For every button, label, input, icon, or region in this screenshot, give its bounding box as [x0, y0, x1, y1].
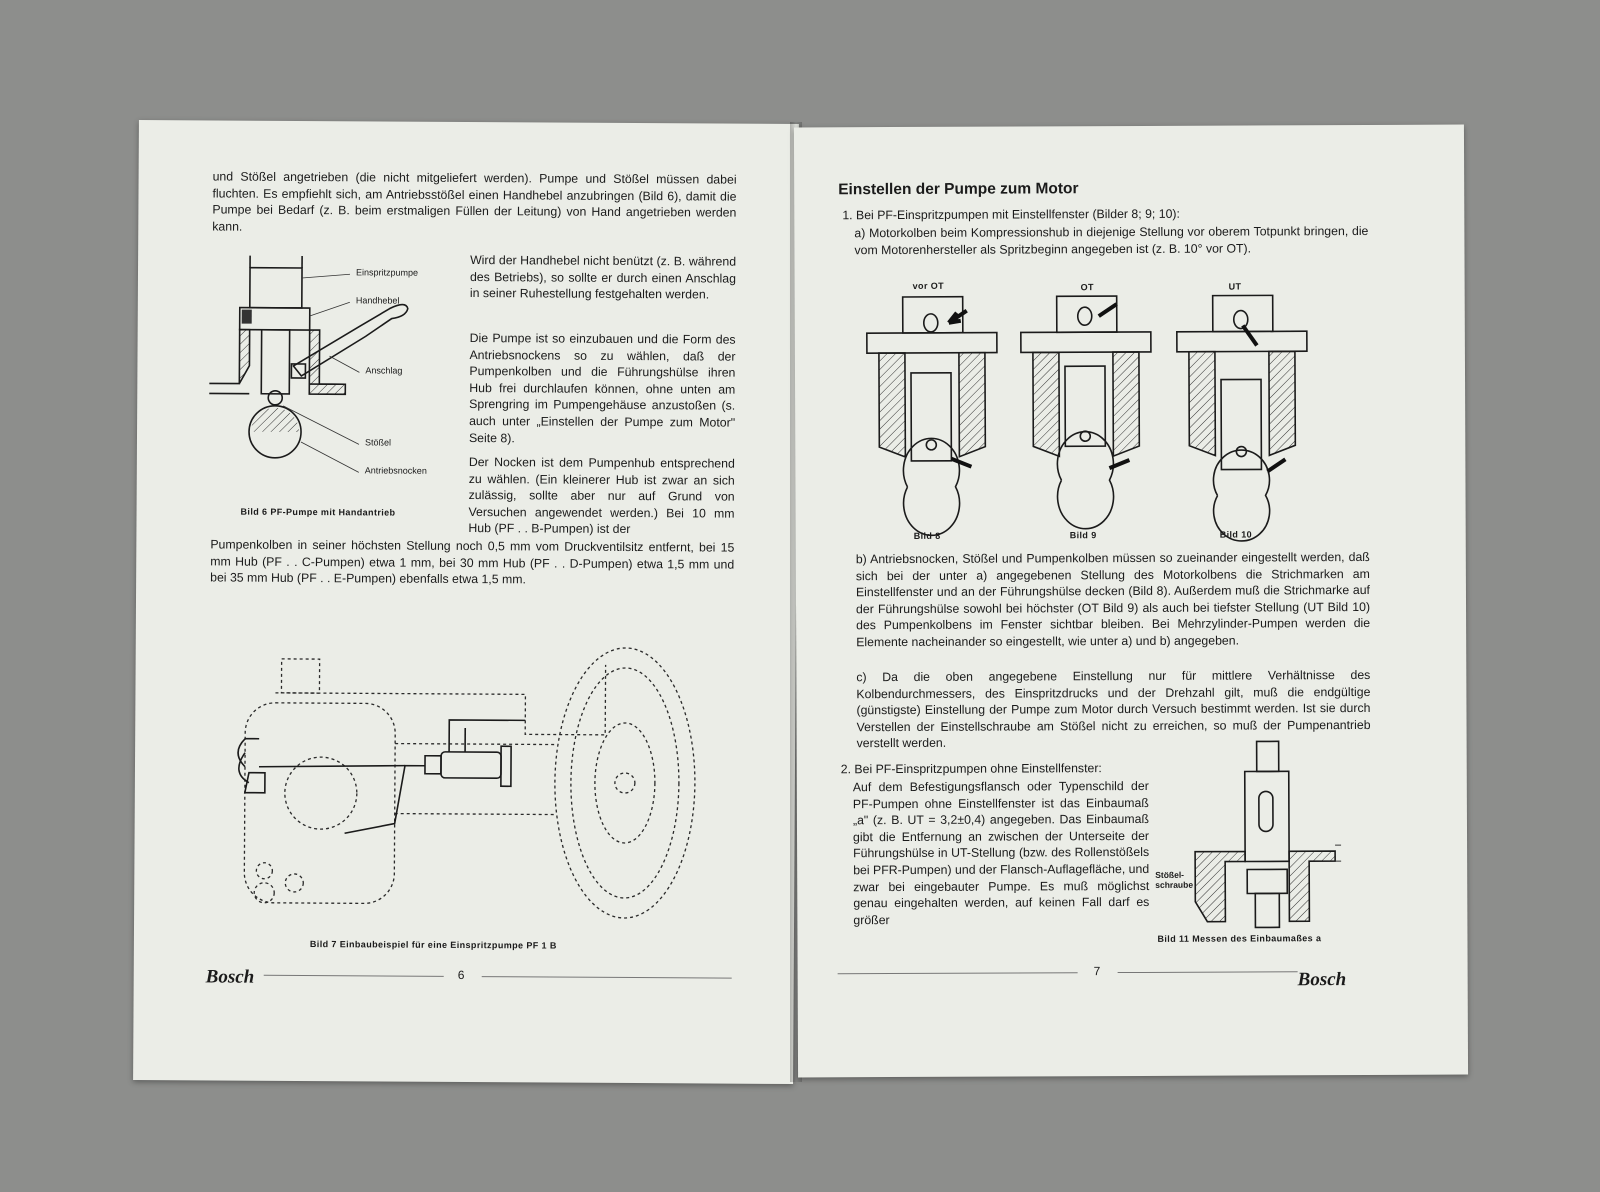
label-anschlag: Anschlag — [365, 365, 403, 376]
right-page: Einstellen der Pumpe zum Motor 1. Bei PF… — [793, 124, 1469, 1078]
footer-rule-right — [837, 972, 1078, 975]
item-1c: c) Da die oben angegebene Einstellung nu… — [856, 667, 1371, 751]
item-2-title: 2. Bei PF-Einspritzpumpen ohne Einstellf… — [840, 761, 1102, 777]
figure-7-diagram — [237, 647, 696, 919]
figure-11-caption: Bild 11 Messen des Einbaumaßes a — [1157, 933, 1322, 944]
label-stoessel: Stößel — [364, 437, 392, 448]
section-heading: Einstellen der Pumpe zum Motor — [838, 180, 1079, 199]
para-nocken-cont: Pumpenkolben in seiner höchsten Stellung… — [210, 537, 735, 587]
bosch-logo-left: Bosch — [205, 966, 255, 988]
page-number-left: 6 — [457, 967, 465, 982]
footer-rule-left-2 — [481, 976, 732, 979]
figure-6-diagram — [209, 255, 409, 473]
intro-text: und Stößel angetrieben (die nicht mitgel… — [212, 169, 737, 234]
item-2-text: Auf dem Befestigungsflansch oder Typensc… — [852, 778, 1150, 927]
page-number-right: 7 — [1093, 964, 1101, 979]
label-stoessel-schraube: Stößel-schraube — [1155, 869, 1194, 890]
item-1a: a) Motorkolben beim Kompressionshub in d… — [854, 223, 1369, 257]
figure-10-diagram — [1176, 294, 1308, 542]
footer-rule-right-2 — [1117, 971, 1298, 974]
para-handhebel: Wird der Handhebel nicht benützt (z. B. … — [469, 253, 737, 302]
figure-8-diagram — [866, 295, 998, 537]
figure-9-diagram — [1020, 295, 1152, 530]
figure-11-diagram — [1194, 740, 1342, 929]
item-1b: b) Antriebsnocken, Stößel und Pumpenkolb… — [855, 549, 1371, 650]
bosch-logo-right: Bosch — [1297, 969, 1347, 991]
fig10-caption: Bild 10 — [1219, 529, 1253, 540]
figure-7-caption: Bild 7 Einbaubeispiel für eine Einspritz… — [309, 939, 557, 951]
label-handhebel: Handhebel — [355, 295, 400, 306]
fig10-top-label: UT — [1228, 281, 1242, 292]
fig8-caption: Bild 8 — [913, 530, 941, 541]
para-nocken: Der Nocken ist dem Pumpenhub entsprechen… — [468, 455, 735, 537]
label-einspritzpumpe: Einspritzpumpe — [355, 267, 419, 278]
fig8-top-label: vor OT — [912, 280, 945, 291]
left-page: und Stößel angetrieben (die nicht mitgel… — [133, 119, 799, 1085]
fig9-top-label: OT — [1080, 282, 1094, 293]
label-antriebsnocken: Antriebsnocken — [364, 465, 427, 476]
figure-6-caption: Bild 6 PF-Pumpe mit Handantrieb — [240, 506, 396, 518]
para-einbau: Die Pumpe ist so einzubauen und die Form… — [468, 331, 736, 445]
fig9-caption: Bild 9 — [1069, 530, 1097, 541]
item-1: 1. Bei PF-Einspritzpumpen mit Einstellfe… — [842, 206, 1180, 223]
footer-rule-left — [263, 974, 444, 977]
